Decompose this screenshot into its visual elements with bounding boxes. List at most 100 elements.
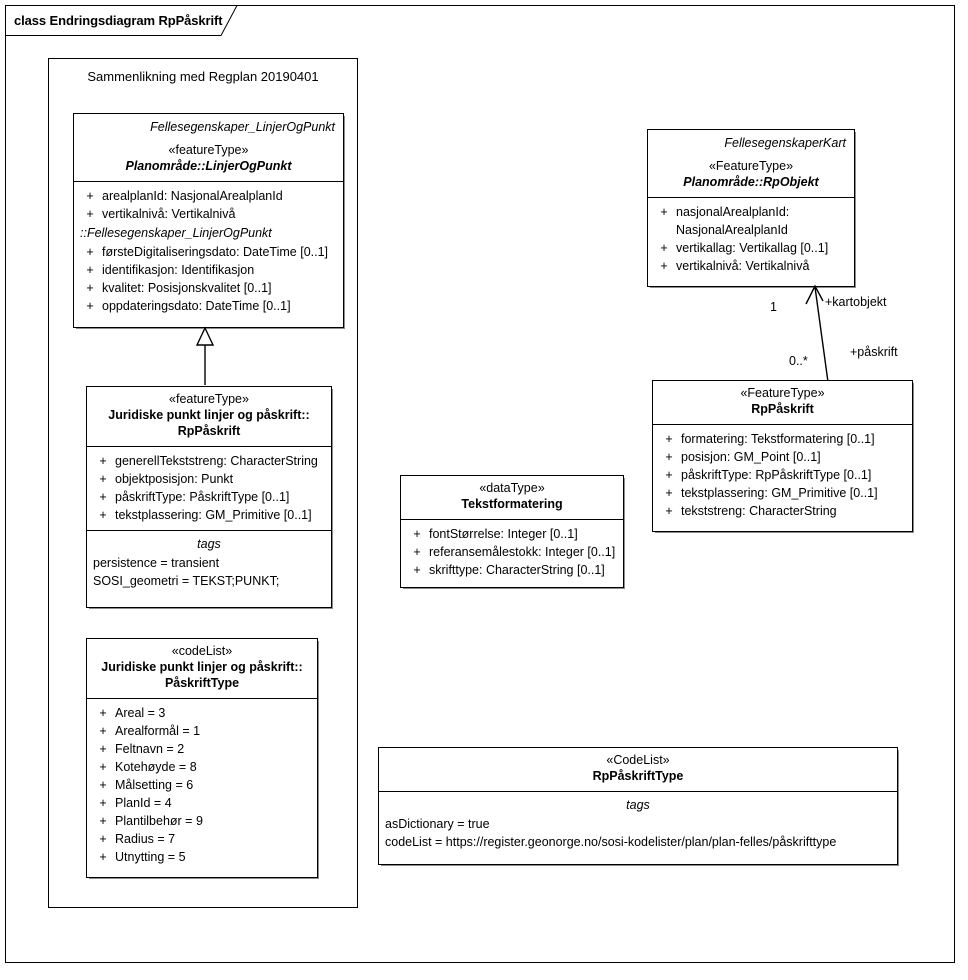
- class-stereotype: «FeatureType»: [740, 386, 825, 400]
- association-target-multiplicity: 1: [770, 300, 777, 314]
- class-name-line1: Juridiske punkt linjer og påskrift::: [108, 408, 310, 422]
- visibility-marker: +: [413, 545, 421, 559]
- attribute-row: + påskriftType: RpPåskriftType [0..1]: [657, 466, 908, 484]
- visibility-marker: +: [99, 850, 107, 864]
- class-attributes: + arealplanId: NasjonalArealplanId + ver…: [74, 181, 343, 321]
- attribute-text: Areal = 3: [115, 706, 166, 720]
- attribute-text: objektposisjon: Punkt: [115, 472, 234, 486]
- class-name-line2: RpPåskrift: [177, 424, 241, 438]
- class-qualified-name: FellesegenskaperKart: [724, 136, 846, 150]
- attribute-text: skrifttype: CharacterString [0..1]: [429, 563, 605, 577]
- attribute-text: påskriftType: RpPåskriftType [0..1]: [681, 468, 872, 482]
- attribute-text: nasjonalArealplanId: NasjonalArealplanId: [676, 205, 790, 237]
- tag-line: asDictionary = true: [385, 817, 490, 831]
- attribute-row: + Utnytting = 5: [91, 848, 313, 866]
- attribute-row: + generellTekststreng: CharacterString: [91, 452, 327, 470]
- package-title: Sammenlikning med Regplan 20190401: [87, 69, 319, 84]
- class-stereotype: «CodeList»: [606, 753, 670, 767]
- attribute-row: + Areal = 3: [91, 704, 313, 722]
- class-paaskrifttype-codelist[interactable]: «codeList» Juridiske punkt linjer og pås…: [86, 638, 318, 878]
- visibility-marker: +: [86, 207, 94, 221]
- visibility-marker: +: [86, 263, 94, 277]
- attribute-row: + tekststreng: CharacterString: [657, 502, 908, 520]
- class-linjer-og-punkt[interactable]: Fellesegenskaper_LinjerOgPunkt «featureT…: [73, 113, 344, 328]
- diagram-frame: [5, 5, 955, 963]
- attribute-text: arealplanId: NasjonalArealplanId: [102, 189, 283, 203]
- visibility-marker: +: [86, 299, 94, 313]
- attribute-row: + Kotehøyde = 8: [91, 758, 313, 776]
- class-name: Tekstformatering: [461, 497, 563, 511]
- attribute-text: identifikasjon: Identifikasjon: [102, 263, 255, 277]
- class-name-line1: Juridiske punkt linjer og påskrift::: [101, 660, 303, 674]
- class-rpobjekt[interactable]: FellesegenskaperKart «FeatureType» Plano…: [647, 129, 855, 287]
- tag-line: codeList = https://register.geonorge.no/…: [385, 835, 837, 849]
- visibility-marker: +: [99, 490, 107, 504]
- visibility-marker: +: [86, 189, 94, 203]
- visibility-marker: +: [99, 778, 107, 792]
- class-tekstformatering[interactable]: «dataType» Tekstformatering + fontStørre…: [400, 475, 624, 588]
- attribute-text: fontStørrelse: Integer [0..1]: [429, 527, 578, 541]
- class-rppaaskrift-right[interactable]: «FeatureType» RpPåskrift + formatering: …: [652, 380, 913, 532]
- class-stereotype: «FeatureType»: [708, 159, 794, 173]
- association-target-role: +kartobjekt: [825, 295, 887, 309]
- generalization-connector: [195, 326, 215, 385]
- class-header: FellesegenskaperKart «FeatureType» Plano…: [648, 130, 854, 197]
- attribute-row: + Feltnavn = 2: [91, 740, 313, 758]
- attribute-text: formatering: Tekstformatering [0..1]: [681, 432, 875, 446]
- visibility-marker: +: [665, 432, 673, 446]
- class-header: «dataType» Tekstformatering: [401, 476, 623, 519]
- attribute-text: oppdateringsdato: DateTime [0..1]: [102, 299, 291, 313]
- class-header: Fellesegenskaper_LinjerOgPunkt «featureT…: [74, 114, 343, 181]
- attribute-row: + tekstplassering: GM_Primitive [0..1]: [91, 506, 327, 524]
- generalization-arrowhead: [195, 326, 215, 346]
- attribute-text: Kotehøyde = 8: [115, 760, 197, 774]
- class-header: «FeatureType» RpPåskrift: [653, 381, 912, 424]
- attribute-row: + Radius = 7: [91, 830, 313, 848]
- visibility-marker: +: [660, 241, 668, 255]
- attribute-row: + objektposisjon: Punkt: [91, 470, 327, 488]
- visibility-marker: +: [660, 205, 668, 219]
- visibility-marker: +: [665, 504, 673, 518]
- attribute-text: generellTekststreng: CharacterString: [115, 454, 318, 468]
- attribute-row: + skrifttype: CharacterString [0..1]: [405, 561, 619, 579]
- association-connector: [805, 284, 829, 383]
- attribute-text: Plantilbehør = 9: [115, 814, 203, 828]
- attribute-row: + formatering: Tekstformatering [0..1]: [657, 430, 908, 448]
- attribute-text: påskriftType: PåskriftType [0..1]: [115, 490, 290, 504]
- visibility-marker: +: [413, 563, 421, 577]
- association-line: [814, 286, 829, 383]
- visibility-marker: +: [660, 259, 668, 273]
- attribute-text: Feltnavn = 2: [115, 742, 185, 756]
- visibility-marker: +: [99, 454, 107, 468]
- class-rppaaskrifttype-codelist[interactable]: «CodeList» RpPåskriftType tags asDiction…: [378, 747, 898, 865]
- class-attributes: + nasjonalArealplanId: NasjonalArealplan…: [648, 197, 854, 281]
- attribute-row: + referansemålestokk: Integer [0..1]: [405, 543, 619, 561]
- frame-tab-shape: [5, 5, 238, 36]
- visibility-marker: +: [99, 832, 107, 846]
- diagram-frame-tab: class Endringsdiagram RpPåskrift: [5, 5, 238, 36]
- attribute-text: vertikalnivå: Vertikalnivå: [676, 259, 810, 273]
- visibility-marker: +: [413, 527, 421, 541]
- attribute-text: posisjon: GM_Point [0..1]: [681, 450, 821, 464]
- association-source-role: +påskrift: [850, 345, 898, 359]
- association-arrowhead: [805, 284, 824, 305]
- visibility-marker: +: [99, 796, 107, 810]
- class-stereotype: «dataType»: [479, 481, 545, 495]
- visibility-marker: +: [99, 742, 107, 756]
- class-name: Planområde::RpObjekt: [683, 175, 819, 189]
- attribute-row: + Plantilbehør = 9: [91, 812, 313, 830]
- attribute-text: Arealformål = 1: [115, 724, 201, 738]
- inherited-group-label: ::Fellesegenskaper_LinjerOgPunkt: [80, 226, 272, 240]
- attribute-text: Utnytting = 5: [115, 850, 186, 864]
- class-attributes: + generellTekststreng: CharacterString +…: [87, 446, 331, 530]
- attribute-row: + fontStørrelse: Integer [0..1]: [405, 525, 619, 543]
- attribute-text: tekstplassering: GM_Primitive [0..1]: [681, 486, 878, 500]
- attribute-text: referansemålestokk: Integer [0..1]: [429, 545, 616, 559]
- class-header: «featureType» Juridiske punkt linjer og …: [87, 387, 331, 446]
- attribute-row: + vertikalnivå: Vertikalnivå: [78, 205, 339, 223]
- class-name: RpPåskrift: [751, 402, 814, 416]
- class-rppaaskrift-left[interactable]: «featureType» Juridiske punkt linjer og …: [86, 386, 332, 608]
- class-tags: tags persistence = transient SOSI_geomet…: [87, 530, 331, 597]
- class-stereotype: «codeList»: [171, 644, 233, 658]
